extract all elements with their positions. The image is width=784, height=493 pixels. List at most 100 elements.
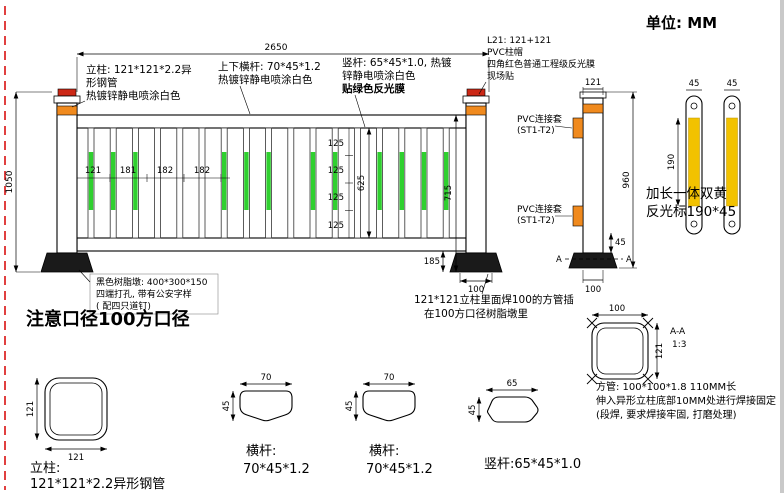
section-cut-aa: A A [556, 255, 632, 265]
section-rail-2: 70 45 横杆: 70*45*1.2 [345, 373, 433, 477]
top-rail [76, 114, 467, 129]
rail-profile [362, 390, 416, 422]
dim-121-text: 121 [68, 453, 84, 463]
dim-picket-spacing: 121 181 182 182 [76, 166, 230, 182]
picket-label-1: 竖杆: 65*45*1.0, 热镀 [342, 56, 452, 69]
side-post-reflective-band [582, 103, 604, 114]
green-reflective-strip [244, 152, 249, 210]
section-aa: 100 121 A-A 1:3 [586, 304, 686, 385]
dim-1050-text: 1050 [5, 170, 15, 193]
pvc-label-1: PVC连接套 [517, 113, 562, 125]
dim-45-text: 45 [468, 405, 478, 416]
side-post-cap-flare [579, 91, 607, 99]
dim-side-960: 960 [606, 91, 637, 269]
rail-section-label-2: 70*45*1.2 [366, 462, 433, 477]
rail-label-1: 上下横杆: 70*45*1.2 [218, 60, 321, 73]
dim-190-text: 190 [667, 154, 677, 170]
dim-625: 625 [357, 128, 372, 238]
dim-100-text: 100 [585, 285, 601, 295]
dim-reflector-190: 190 [667, 118, 681, 206]
dim-121-text: 121 [655, 343, 665, 359]
weld-mark [642, 317, 654, 329]
left-post-reflective-band [56, 105, 78, 116]
resin-base-note: 黑色树脂墩: 400*300*150 四端打孔, 带有公安字样 ( 配四只道钉) [78, 269, 219, 315]
dim-side-121: 121 [582, 78, 604, 95]
yellow-reflective-strip [726, 117, 738, 207]
mounting-hole [728, 220, 736, 228]
dim-65-text: 65 [507, 379, 518, 389]
pvc-callout-lower: PVC连接套 (ST1-T2) [517, 203, 572, 226]
post-section-label-2: 121*121*2.2异形钢管 [30, 477, 165, 492]
section-post: 121 121 立柱: 121*121*2.2异形钢管 [26, 377, 165, 492]
dim-2650-text: 2650 [265, 43, 288, 53]
section-picket: 65 45 竖杆:65*45*1.0 [468, 379, 581, 472]
dim-100-text: 100 [609, 304, 625, 314]
reflector-bars: 45 45 190 加长一体双黄 反光标190*45 [646, 79, 741, 235]
section-mark-a: A [556, 255, 562, 265]
resin-note-3: ( 配四只道钉) [96, 300, 151, 312]
tube-note-2: 伸入异形立柱底部10MM处进行焊接固定 [596, 394, 776, 407]
fence-picket [287, 127, 295, 239]
green-reflective-strip [222, 152, 227, 210]
scan-edge-gray [780, 0, 784, 493]
pvc-connector-lower [572, 205, 584, 227]
rail-section-label-1: 横杆: [246, 444, 276, 459]
post-section-inner [49, 382, 103, 436]
dim-185-text: 185 [424, 257, 440, 267]
weld-note-2: 在100方口径树脂墩里 [424, 307, 528, 320]
picket-callout: 竖杆: 65*45*1.0, 热镀 锌静电喷涂白色 贴绿色反光膜 [341, 56, 452, 128]
reflector-label-2: 反光标190*45 [646, 204, 736, 220]
rail-label-2: 热镀锌静电喷涂白色 [218, 73, 313, 86]
bottom-rail [76, 237, 467, 252]
fence-picket [353, 127, 361, 239]
picket-section-label: 竖杆:65*45*1.0 [484, 457, 581, 472]
fence-picket [198, 127, 206, 239]
rail-section-label-1: 横杆: [369, 444, 399, 459]
rail-profile [239, 390, 293, 422]
picket-label-2: 锌静电喷涂白色 [342, 69, 416, 82]
dim-960-text: 960 [622, 171, 632, 188]
rail-section-label-2: 70*45*1.2 [243, 462, 310, 477]
caliber-note: 注意口径100方口径 [26, 308, 190, 330]
pvc-label-2: (ST1-T2) [517, 126, 555, 136]
tube-note-1: 方管: 100*100*1.8 110MM长 [596, 380, 736, 393]
picket-profile [486, 396, 539, 423]
main-elevation: 2650 1050 121 181 182 182 [5, 36, 595, 330]
weld-mark [586, 317, 598, 329]
dim-45-text: 45 [689, 79, 700, 89]
cap-label-2: PVC柱帽 [487, 46, 523, 58]
dim-715: 715 [444, 115, 459, 272]
weld-mark [586, 373, 598, 385]
fence-pickets [87, 127, 450, 239]
mounting-hole [690, 102, 698, 110]
dim-125-text: 125 [328, 139, 344, 149]
green-reflective-strip [88, 152, 94, 210]
right-post [465, 102, 487, 254]
post-label-3: 热镀锌静电喷涂白色 [86, 89, 181, 102]
dim-side-100: 100 [582, 270, 604, 295]
dim-45-text: 45 [615, 238, 626, 248]
right-post-cap-flare [462, 95, 490, 104]
dim-125-text: 125 [328, 193, 344, 203]
dim-125-text: 125 [328, 221, 344, 231]
cap-label-3: 四角红色普通工程级反光膜 [487, 58, 595, 70]
post-label-2: 形钢管 [86, 76, 118, 89]
left-post-cap [57, 88, 77, 97]
pvc-label-1: PVC连接套 [517, 203, 562, 215]
cap-label-1: L21: 121+121 [487, 36, 551, 46]
dim-reflector-45: 45 45 [686, 79, 740, 91]
green-reflective-strip [377, 152, 382, 210]
dim-side-45: 45 [608, 233, 626, 253]
unit-label: 单位: MM [646, 14, 717, 32]
side-resin-base [568, 252, 618, 269]
green-reflective-strip [133, 152, 138, 210]
rail-callout: 上下横杆: 70*45*1.2 热镀锌静电喷涂白色 [218, 60, 321, 115]
right-post-cap [466, 88, 486, 97]
dim-45-text: 45 [727, 79, 738, 89]
square-tube-note: 方管: 100*100*1.8 110MM长 伸入异形立柱底部10MM处进行焊接… [596, 380, 776, 421]
dim-185: 185 [424, 250, 446, 272]
mounting-hole [728, 102, 736, 110]
dim-121-text: 121 [85, 166, 101, 176]
right-resin-base [449, 252, 503, 273]
dim-182-text: 182 [157, 166, 173, 176]
